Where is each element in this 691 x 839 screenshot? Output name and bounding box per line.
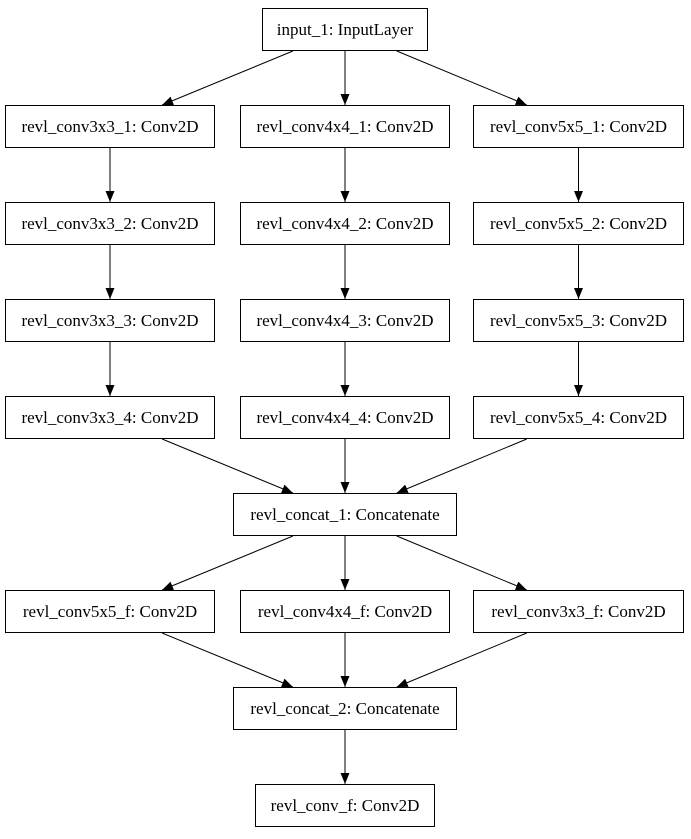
node-revl_conv3x3_3: revl_conv3x3_3: Conv2D [5,299,215,342]
node-label: revl_conv3x3_f: Conv2D [491,602,666,621]
node-revl_conv5x5_3: revl_conv5x5_3: Conv2D [473,299,684,342]
edge-revl_concat_1-to-revl_conv3x3_f [396,535,527,591]
edge-input_1-to-revl_conv5x5_1 [396,50,527,106]
node-label: revl_conv5x5_1: Conv2D [489,117,668,136]
node-label: revl_conv4x4_2: Conv2D [256,214,434,233]
edge-input_1-to-revl_conv3x3_1 [161,50,294,106]
node-revl_conv4x4_1: revl_conv4x4_1: Conv2D [240,105,450,148]
node-revl_conv3x3_2: revl_conv3x3_2: Conv2D [5,202,215,245]
node-label: revl_conv3x3_1: Conv2D [21,117,199,136]
node-label: revl_concat_1: Concatenate [250,505,440,524]
edge-revl_concat_1-to-revl_conv5x5_f [161,535,294,591]
edge-revl_conv3x3_4-to-revl_concat_1 [161,438,294,494]
node-revl_concat_2: revl_concat_2: Concatenate [233,687,457,730]
node-label: revl_conv4x4_4: Conv2D [256,408,434,427]
node-revl_conv3x3_4: revl_conv3x3_4: Conv2D [5,396,215,439]
node-label: revl_conv4x4_3: Conv2D [256,311,434,330]
node-revl_conv3x3_1: revl_conv3x3_1: Conv2D [5,105,215,148]
node-label: revl_conv3x3_4: Conv2D [21,408,199,427]
node-label: revl_conv3x3_3: Conv2D [21,311,199,330]
node-revl_concat_1: revl_concat_1: Concatenate [233,493,457,536]
node-label: revl_conv4x4_f: Conv2D [257,602,433,621]
node-revl_conv3x3_f: revl_conv3x3_f: Conv2D [473,590,684,633]
edge-revl_conv5x5_f-to-revl_concat_2 [161,632,294,688]
node-label: revl_conv5x5_2: Conv2D [489,214,668,233]
node-revl_conv4x4_4: revl_conv4x4_4: Conv2D [240,396,450,439]
node-label: revl_conv3x3_2: Conv2D [21,214,199,233]
node-label: revl_conv5x5_f: Conv2D [22,602,198,621]
node-revl_conv5x5_4: revl_conv5x5_4: Conv2D [473,396,684,439]
node-label: revl_conv5x5_4: Conv2D [489,408,668,427]
node-label: revl_conv_f: Conv2D [270,796,420,815]
edge-revl_conv5x5_4-to-revl_concat_1 [396,438,527,494]
node-revl_conv4x4_3: revl_conv4x4_3: Conv2D [240,299,450,342]
node-input_1: input_1: InputLayer [262,8,428,51]
node-revl_conv5x5_1: revl_conv5x5_1: Conv2D [473,105,684,148]
node-label: revl_conv4x4_1: Conv2D [256,117,434,136]
node-revl_conv5x5_2: revl_conv5x5_2: Conv2D [473,202,684,245]
node-revl_conv4x4_2: revl_conv4x4_2: Conv2D [240,202,450,245]
node-revl_conv4x4_f: revl_conv4x4_f: Conv2D [240,590,450,633]
node-label: revl_conv5x5_3: Conv2D [489,311,668,330]
node-revl_conv5x5_f: revl_conv5x5_f: Conv2D [5,590,215,633]
edge-revl_conv3x3_f-to-revl_concat_2 [396,632,527,688]
node-label: revl_concat_2: Concatenate [250,699,440,718]
node-label: input_1: InputLayer [276,20,414,39]
node-revl_conv_f: revl_conv_f: Conv2D [255,784,435,827]
